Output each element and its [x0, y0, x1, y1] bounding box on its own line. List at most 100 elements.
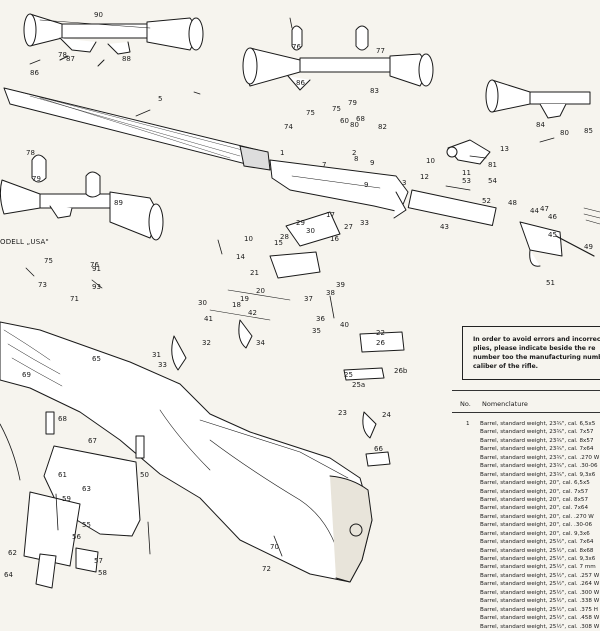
part-number-label: 14 [236, 253, 245, 261]
part-number-label: 53 [462, 177, 471, 185]
part-number-label: 68 [58, 415, 67, 423]
part-number-label: 63 [82, 485, 91, 493]
table-top-rule [452, 390, 600, 391]
part-number-label: 32 [202, 339, 211, 347]
part-number-label: 78 [26, 149, 35, 157]
part-number-label: 68 [356, 115, 365, 123]
scope-top-right [485, 79, 591, 119]
table-header-rule [452, 412, 600, 413]
part-number-label: 73 [38, 281, 47, 289]
part-number-label: 33 [360, 219, 369, 227]
row-description: Barrel, standard weight, 20", cal. 9,3x6 [480, 530, 590, 537]
part-number-label: 31 [152, 351, 161, 359]
part-number-label: 65 [92, 355, 101, 363]
row-description: Barrel, standard weight, 20", cal. 6,5x5 [480, 480, 590, 487]
part-number-label: 8 [354, 155, 359, 163]
part-number-label: 79 [32, 175, 41, 183]
part-number-label: 35 [312, 327, 321, 335]
row-description: Barrel, standard weight, 25½", cal. .308… [480, 623, 600, 630]
table-row: Barrel, standard weight, 23¾", cal. .30-… [464, 462, 600, 470]
row-description: Barrel, standard weight, 23¾", cal. 9,3x… [480, 471, 596, 478]
part-number-label: 50 [140, 471, 149, 479]
row-description: Barrel, standard weight, 25½", cal. .458… [480, 615, 600, 622]
scope-top-middle [242, 25, 434, 91]
row-description: Barrel, standard weight, 25½", cal. .264… [480, 581, 600, 588]
part-number-label: 9 [370, 159, 375, 167]
part-number-label: 93 [92, 283, 101, 291]
part-number-label: 26b [394, 367, 408, 375]
part-number-label: 18 [232, 301, 241, 309]
part-number-label: 76 [292, 43, 301, 51]
table-row: Barrel, standard weight, 25½", cal. .375… [464, 606, 600, 614]
barrel [3, 87, 271, 171]
part-number-label: 62 [8, 549, 17, 557]
order-notice: In order to avoid errors and incorrec pl… [462, 326, 600, 380]
part-number-label: 57 [94, 557, 103, 565]
row-description: Barrel, standard weight, 20", cal. .30-0… [480, 522, 593, 529]
row-description: Barrel, standard weight, 20", cal. .270 … [480, 513, 594, 520]
notice-line: In order to avoid errors and incorrec [473, 336, 600, 343]
row-description: Barrel, standard weight, 20", cal. 7x57 [480, 488, 589, 495]
row-description: Barrel, standard weight, 25½", cal. .300… [480, 589, 600, 596]
screws-and-pins [25, 17, 555, 557]
table-row: Barrel, standard weight, 25½", cal. .300… [464, 589, 600, 597]
part-number-label: 19 [240, 295, 249, 303]
bolt [407, 139, 600, 267]
part-number-label: 83 [370, 87, 379, 95]
part-number-label: 79 [348, 99, 357, 107]
part-number-label: 72 [262, 565, 271, 573]
part-number-label: 76 [90, 261, 99, 269]
part-number-label: 47 [540, 205, 549, 213]
part-number-label: 75 [332, 105, 341, 113]
part-number-label: 17 [326, 211, 335, 219]
part-number-label: 51 [546, 279, 555, 287]
row-description: Barrel, standard weight, 25½", cal. 9,3x… [480, 556, 596, 562]
table-row: Barrel, standard weight, 23¾", cal. .270… [464, 454, 600, 462]
table-row: Barrel, standard weight, 25½", cal. 8x68 [464, 547, 600, 555]
part-number-label: 55 [82, 521, 91, 529]
row-description: Barrel, standard weight, 25½", cal. .375… [480, 606, 598, 613]
row-description: Barrel, standard weight, 23¾", cal. 7x57 [480, 429, 594, 436]
part-number-label: 86 [296, 79, 305, 87]
scope-left-middle [0, 154, 164, 241]
part-number-label: 33 [158, 361, 167, 369]
table-row: Barrel, standard weight, 25½", cal. .308… [464, 623, 600, 631]
part-number-label: 69 [22, 371, 31, 379]
row-description: Barrel, standard weight, 20", cal. 8x57 [480, 496, 589, 503]
row-description: Barrel, standard weight, 25½", cal. .338… [480, 598, 600, 605]
part-number-label: 48 [508, 199, 517, 207]
row-description: Barrel, standard weight, 23¾", cal. .30-… [480, 463, 598, 470]
table-row: Barrel, standard weight, 23¾", cal. 7x57 [464, 428, 600, 436]
row-number: 1 [466, 421, 470, 427]
part-number-label: 26 [376, 339, 385, 347]
part-number-label: 24 [382, 411, 391, 419]
part-number-label: 41 [204, 315, 213, 323]
part-number-label: 29 [296, 219, 305, 227]
row-description: Barrel, standard weight, 23¾", cal. 7x64 [480, 446, 594, 453]
part-number-label: 25 [344, 371, 353, 379]
part-number-label: 3 [402, 179, 407, 187]
table-row: Barrel, standard weight, 23¾", cal. 8x57 [464, 437, 600, 445]
model-label: ODELL „USA" [0, 238, 49, 246]
part-number-label: 40 [340, 321, 349, 329]
row-description: Barrel, standard weight, 20", cal. 7x64 [480, 505, 589, 512]
part-number-label: 22 [376, 329, 385, 337]
part-number-label: 25a [352, 381, 366, 389]
part-number-label: 70 [270, 543, 279, 551]
receiver [269, 159, 409, 219]
part-number-label: 12 [420, 173, 429, 181]
part-number-label: 36 [316, 315, 325, 323]
part-number-label: 52 [482, 197, 491, 205]
part-number-label: 78 [58, 51, 67, 59]
part-number-label: 42 [248, 309, 257, 317]
part-number-label: 59 [62, 495, 71, 503]
part-number-label: 67 [88, 437, 97, 445]
part-number-label: 15 [274, 239, 283, 247]
table-row: Barrel, standard weight, 25½", cal. .338… [464, 597, 600, 605]
part-number-label: 80 [560, 129, 569, 137]
part-number-label: 61 [58, 471, 67, 479]
table-row: Barrel, standard weight, 23¾", cal. 7x64 [464, 445, 600, 453]
part-number-label: 77 [376, 47, 385, 55]
